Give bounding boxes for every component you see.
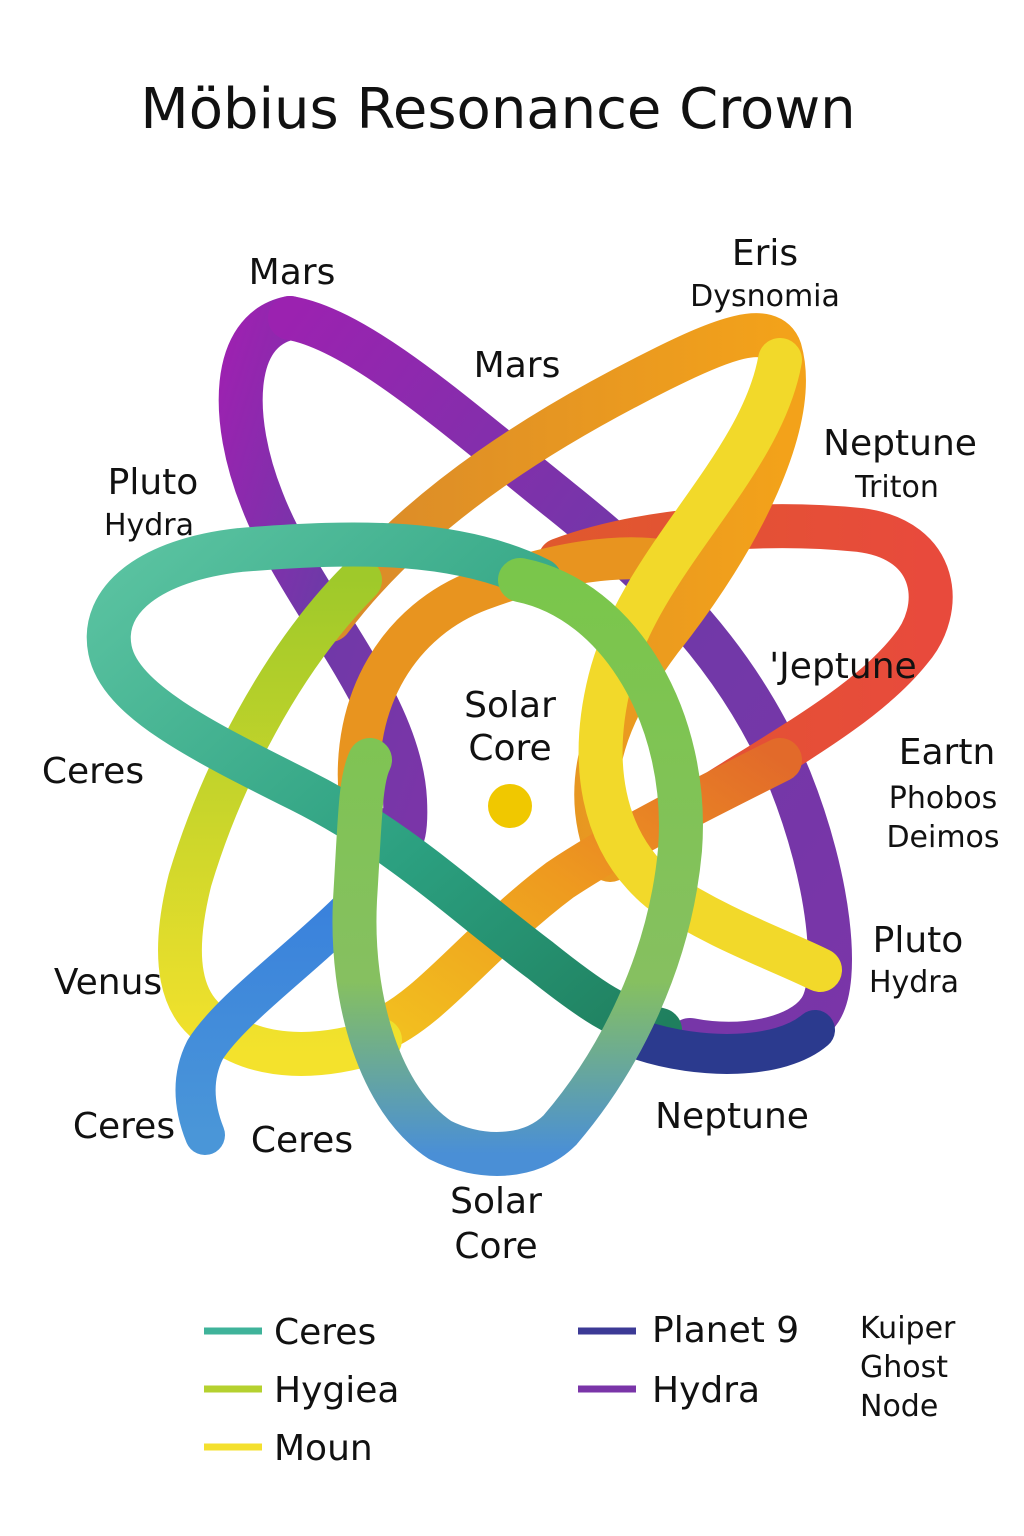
- blue-ribbon: [175, 890, 370, 1155]
- solar-core-dot: [488, 784, 532, 828]
- yellow-ribbon: [578, 338, 842, 992]
- label-phobos: Phobos: [889, 781, 998, 816]
- yellow-green-ribbon: [158, 558, 402, 1076]
- label-dysnomia: Dysnomia: [690, 279, 840, 314]
- label-ceres-left: Ceres: [42, 751, 144, 792]
- label-hydra-right: Hydra: [869, 965, 959, 1000]
- label-solar-core-center-2: Core: [468, 728, 551, 769]
- label-pluto-right: Pluto: [873, 920, 964, 961]
- legend-label-planet-9: Planet 9: [652, 1310, 799, 1351]
- label-ceres-bottom-left: Ceres: [73, 1106, 175, 1147]
- legend-label-ceres: Ceres: [274, 1312, 376, 1353]
- label-mars-top: Mars: [249, 252, 336, 293]
- label-neptune-bottom: Neptune: [655, 1096, 809, 1137]
- teal-ribbon: [86, 522, 682, 1052]
- label-pluto-left: Pluto: [108, 462, 199, 503]
- ribbon-layer: [86, 296, 953, 1176]
- legend-item-ceres: Ceres: [204, 1312, 376, 1353]
- diagram-title: Möbius Resonance Crown: [140, 77, 855, 142]
- navy-ribbon: [620, 1010, 835, 1074]
- legend-label-hygiea: Hygiea: [274, 1370, 399, 1411]
- label-jeptune: 'Jeptune: [769, 646, 916, 687]
- label-deimos: Deimos: [886, 820, 999, 855]
- label-mars-mid: Mars: [474, 345, 561, 386]
- legend-note-line-2: Ghost: [860, 1350, 948, 1385]
- legend-label-hydra: Hydra: [652, 1370, 760, 1411]
- label-venus: Venus: [54, 962, 162, 1003]
- label-eris: Eris: [732, 233, 798, 274]
- legend-item-hydra: Hydra: [578, 1370, 760, 1411]
- orange-ribbon-lower: [358, 738, 802, 1052]
- legend-item-planet-9: Planet 9: [578, 1310, 799, 1351]
- legend-label-moun: Moun: [274, 1428, 373, 1469]
- legend: Ceres Hygiea Moun Planet 9 Hydra Kuiper …: [204, 1310, 956, 1469]
- label-solar-core-bottom-1: Solar: [450, 1181, 542, 1222]
- label-neptune-right: Neptune: [823, 423, 977, 464]
- label-triton: Triton: [854, 470, 939, 505]
- label-solar-core-center-1: Solar: [464, 685, 556, 726]
- legend-note-line-3: Node: [860, 1389, 938, 1424]
- label-solar-core-bottom-2: Core: [454, 1226, 537, 1267]
- legend-note-line-1: Kuiper: [860, 1311, 956, 1346]
- legend-item-moun: Moun: [204, 1428, 373, 1469]
- label-hydra-left: Hydra: [104, 508, 194, 543]
- legend-item-hygiea: Hygiea: [204, 1370, 399, 1411]
- label-ceres-bottom-mid: Ceres: [251, 1120, 353, 1161]
- label-earth: Eartn: [899, 732, 996, 773]
- green-ribbon: [332, 558, 703, 1176]
- orange-ribbon-inner: [337, 537, 681, 821]
